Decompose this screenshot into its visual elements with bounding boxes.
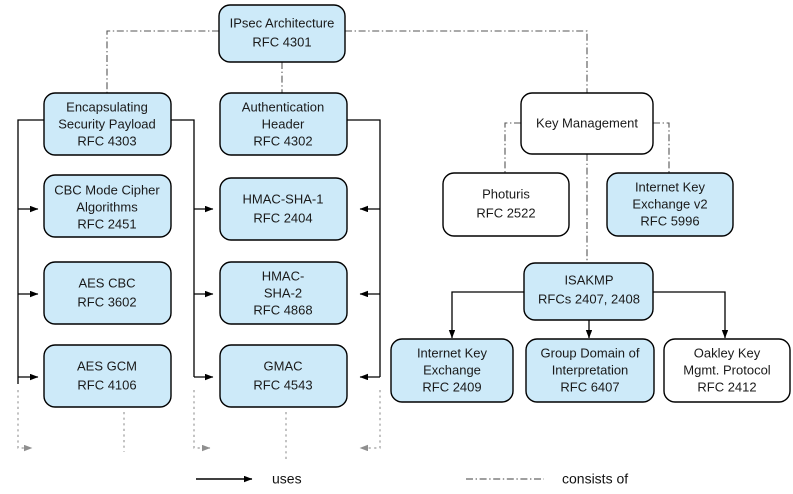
node-hmac-sha-2-line-0: HMAC- [262, 268, 305, 283]
node-gdoi-line-2: RFC 6407 [560, 379, 619, 394]
continuation-stubs [17, 390, 381, 462]
node-photuris-line-0: Photuris [482, 186, 530, 201]
node-ike-line-1: Exchange [423, 362, 481, 377]
node-gdoi-line-0: Group Domain of [541, 345, 640, 360]
node-ipsec-architecture-line-1: RFC 4301 [252, 34, 311, 49]
node-isakmp-line-0: ISAKMP [564, 272, 613, 287]
node-ipsec-architecture[interactable]: IPsec Architecture RFC 4301 [218, 4, 346, 63]
node-hmac-sha-2-shape [219, 261, 348, 325]
node-photuris[interactable]: Photuris RFC 2522 [442, 172, 570, 237]
node-gdoi[interactable]: Group Domain of Interpretation RFC 6407 [525, 338, 655, 403]
node-aes-gcm[interactable]: AES GCM RFC 4106 [43, 344, 172, 408]
legend-uses-label: uses [272, 471, 302, 487]
node-isakmp-shape [523, 262, 654, 321]
node-ikev2-line-1: Exchange v2 [632, 196, 707, 211]
node-ikev2[interactable]: Internet Key Exchange v2 RFC 5996 [606, 172, 734, 237]
node-isakmp-line-1: RFCs 2407, 2408 [538, 291, 640, 306]
node-key-management-line-0: Key Management [536, 115, 638, 130]
stub-esp-left-continues [17, 390, 33, 452]
stub-ah-right-continues [359, 390, 381, 452]
node-ah-line-1: Header [262, 116, 305, 131]
node-oakley-line-2: RFC 2412 [697, 379, 756, 394]
node-cbc-line-1: Algorithms [76, 199, 138, 214]
node-aes-cbc-line-1: RFC 3602 [77, 294, 136, 309]
edge-isakmp-to-oakley [653, 291, 729, 339]
edge-keymgmt-to-photuris [504, 122, 521, 173]
node-key-management-shape [520, 92, 654, 155]
node-hmac-sha-2-line-1: SHA-2 [264, 285, 302, 300]
node-aes-cbc-shape [43, 261, 172, 325]
edge-ipsec-to-esp [106, 30, 219, 93]
node-aes-cbc[interactable]: AES CBC RFC 3602 [43, 261, 172, 325]
node-cbc-line-2: RFC 2451 [77, 216, 136, 231]
node-hmac-sha-1-line-0: HMAC-SHA-1 [243, 191, 324, 206]
node-esp-line-1: Security Payload [58, 116, 156, 131]
legend-consists-of-label: consists of [562, 471, 628, 487]
node-esp[interactable]: Encapsulating Security Payload RFC 4303 [43, 92, 172, 156]
node-hmac-sha-1-line-1: RFC 2404 [253, 210, 312, 225]
node-oakley[interactable]: Oakley Key Mgmt. Protocol RFC 2412 [663, 338, 791, 403]
node-esp-line-0: Encapsulating [66, 99, 148, 114]
edge-keymgmt-to-ikev2 [653, 122, 670, 173]
node-cbc-line-0: CBC Mode Cipher [54, 182, 160, 197]
node-ike-shape [390, 338, 514, 403]
node-gmac[interactable]: GMAC RFC 4543 [219, 344, 348, 408]
node-gdoi-line-1: Interpretation [552, 362, 629, 377]
node-ike-line-0: Internet Key [417, 345, 488, 360]
node-photuris-line-1: RFC 2522 [476, 205, 535, 220]
node-ah-shape [219, 92, 348, 156]
node-ikev2-line-0: Internet Key [635, 179, 706, 194]
edge-ah-right-rail [347, 119, 381, 377]
node-authentication-header[interactable]: Authentication Header RFC 4302 [219, 92, 348, 156]
node-photuris-shape [442, 172, 570, 237]
edge-isakmp-to-ike [448, 291, 524, 339]
node-oakley-line-0: Oakley Key [694, 345, 761, 360]
node-oakley-shape [663, 338, 791, 403]
node-oakley-line-1: Mgmt. Protocol [683, 362, 771, 377]
edge-esp-left-rail [17, 119, 44, 384]
node-aes-cbc-line-0: AES CBC [78, 275, 135, 290]
node-ipsec-architecture-shape [218, 4, 346, 63]
node-hmac-sha-1-shape [219, 177, 348, 241]
node-gmac-shape [219, 344, 348, 408]
node-aes-gcm-line-1: RFC 4106 [77, 377, 136, 392]
node-cbc-mode-cipher-algorithms[interactable]: CBC Mode Cipher Algorithms RFC 2451 [43, 174, 172, 238]
node-cbc-shape [43, 174, 172, 238]
node-gmac-line-1: RFC 4543 [253, 377, 312, 392]
uses-edges [17, 119, 729, 384]
node-hmac-sha-2-line-2: RFC 4868 [253, 302, 312, 317]
node-ikev2-shape [606, 172, 734, 237]
node-gdoi-shape [525, 338, 655, 403]
stub-esp-right-continues [193, 390, 211, 452]
node-esp-line-2: RFC 4303 [77, 133, 136, 148]
node-hmac-sha-1[interactable]: HMAC-SHA-1 RFC 2404 [219, 177, 348, 241]
edge-ipsec-to-key-management [345, 30, 588, 93]
legend: uses consists of [196, 471, 628, 487]
node-aes-gcm-line-0: AES GCM [77, 358, 137, 373]
node-aes-gcm-shape [43, 344, 172, 408]
node-gmac-line-0: GMAC [264, 358, 303, 373]
edge-esp-right-rail [171, 119, 195, 377]
node-ike-line-2: RFC 2409 [422, 379, 481, 394]
node-ipsec-architecture-line-0: IPsec Architecture [230, 15, 335, 30]
node-ah-line-2: RFC 4302 [253, 133, 312, 148]
node-ike[interactable]: Internet Key Exchange RFC 2409 [390, 338, 514, 403]
node-ikev2-line-2: RFC 5996 [640, 213, 699, 228]
node-hmac-sha-2[interactable]: HMAC- SHA-2 RFC 4868 [219, 261, 348, 325]
node-key-management[interactable]: Key Management [520, 92, 654, 155]
consists-of-edges [106, 30, 670, 263]
node-esp-shape [43, 92, 172, 156]
node-isakmp[interactable]: ISAKMP RFCs 2407, 2408 [523, 262, 654, 321]
node-ah-line-0: Authentication [242, 99, 324, 114]
